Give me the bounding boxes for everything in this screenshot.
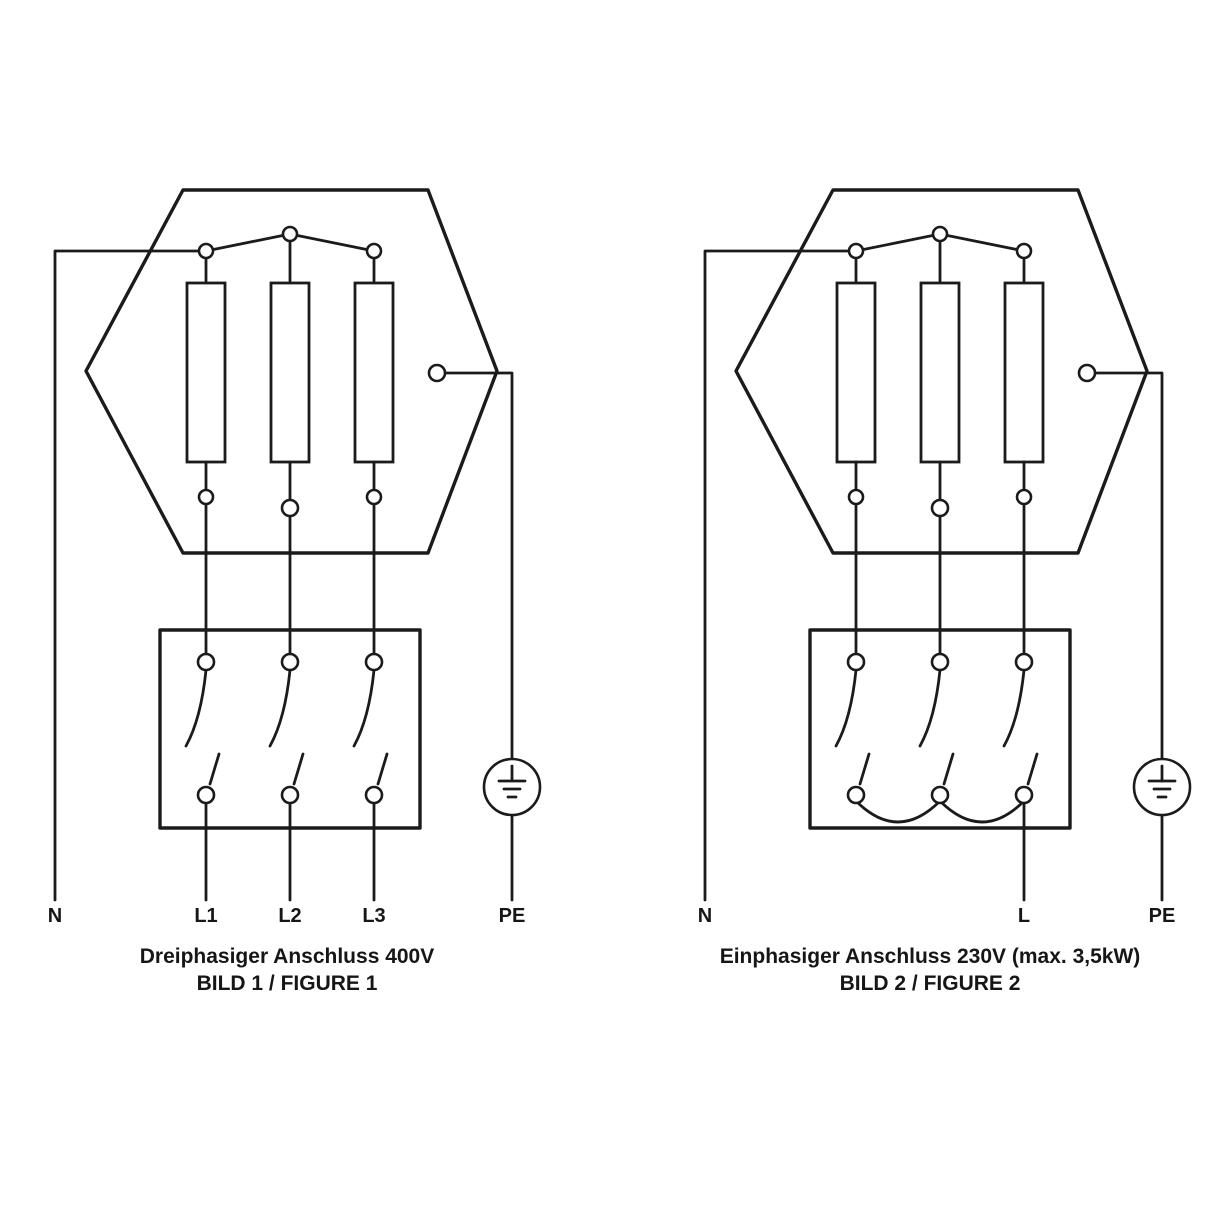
switch2-contact	[942, 752, 955, 786]
figure1-caption-line1: Dreiphasiger Anschluss 400V	[140, 945, 435, 968]
terminal-label-n: N	[48, 905, 62, 927]
terminal-label-l1: L1	[194, 905, 217, 927]
switch3-contact	[376, 752, 389, 786]
heating-element-1	[185, 281, 227, 464]
terminal-label-l3: L3	[362, 905, 385, 927]
switch3-blade	[352, 668, 376, 748]
pe-body-terminal	[427, 363, 447, 383]
pe-body-terminal	[1077, 363, 1097, 383]
switch3-bottom-terminal	[1014, 785, 1034, 805]
switch1-blade	[184, 668, 208, 748]
heating-element-3	[353, 281, 395, 464]
heater-body-outline	[84, 188, 499, 555]
element2-bottom-terminal	[930, 498, 950, 518]
element2-top-terminal	[931, 225, 949, 243]
terminal-block	[808, 628, 1072, 830]
figure1-caption-line2: BILD 1 / FIGURE 1	[197, 972, 378, 995]
element3-bottom-terminal	[365, 488, 383, 506]
terminal-label-l: L	[1018, 905, 1030, 927]
switch2-blade	[918, 668, 942, 748]
element1-top-terminal	[847, 242, 865, 260]
switch2-contact	[292, 752, 305, 786]
switch2-top-terminal	[930, 652, 950, 672]
switch1-top-terminal	[846, 652, 866, 672]
switch1-bottom-terminal	[196, 785, 216, 805]
element3-bottom-terminal	[1015, 488, 1033, 506]
neutral-wire	[703, 249, 851, 902]
switch3-blade	[1002, 668, 1026, 748]
switch2-bottom-terminal	[930, 785, 950, 805]
star-bridge-right	[938, 232, 1026, 253]
earth-symbol-circle	[482, 757, 542, 817]
bridge-link-1-2	[854, 799, 942, 824]
star-bridge-right	[288, 232, 376, 253]
switch2-bottom-terminal	[280, 785, 300, 805]
pe-wire-upper	[1093, 371, 1164, 761]
heater-body-outline	[734, 188, 1149, 555]
bridge-link-2-3	[938, 799, 1026, 824]
figure2-caption-line2: BILD 2 / FIGURE 2	[840, 972, 1021, 995]
switch1-blade	[834, 668, 858, 748]
terminal-label-n: N	[698, 905, 712, 927]
switch1-contact	[858, 752, 871, 786]
element1-bottom-terminal	[197, 488, 215, 506]
switch3-contact	[1026, 752, 1039, 786]
element1-top-terminal	[197, 242, 215, 260]
element2-bottom-terminal	[280, 498, 300, 518]
earth-symbol	[1132, 757, 1192, 817]
heating-element-1	[835, 281, 877, 464]
switch1-contact	[208, 752, 221, 786]
figure-1-three-phase: N L1 L2 L3 PE Dreiphasiger Anschluss 400…	[48, 188, 542, 995]
element3-top-terminal	[1015, 242, 1033, 260]
terminal-label-pe: PE	[1149, 905, 1176, 927]
switch1-top-terminal	[196, 652, 216, 672]
heating-element-2	[919, 281, 961, 464]
switch1-bottom-terminal	[846, 785, 866, 805]
star-bridge-left	[204, 232, 292, 253]
element2-top-terminal	[281, 225, 299, 243]
element3-top-terminal	[365, 242, 383, 260]
terminal-label-l2: L2	[278, 905, 301, 927]
heating-element-2	[269, 281, 311, 464]
heating-element-3	[1003, 281, 1045, 464]
switch3-top-terminal	[1014, 652, 1034, 672]
pe-wire-upper	[443, 371, 514, 761]
figure2-caption-line1: Einphasiger Anschluss 230V (max. 3,5kW)	[720, 945, 1141, 968]
earth-symbol-circle	[1132, 757, 1192, 817]
switch3-top-terminal	[364, 652, 384, 672]
neutral-wire	[53, 249, 201, 902]
switch2-blade	[268, 668, 292, 748]
earth-symbol	[482, 757, 542, 817]
switch2-top-terminal	[280, 652, 300, 672]
figure-2-single-phase: N L PE Einphasiger Anschluss 230V (max. …	[698, 188, 1192, 995]
element1-bottom-terminal	[847, 488, 865, 506]
star-bridge-left	[854, 232, 942, 253]
terminal-label-pe: PE	[499, 905, 526, 927]
switch3-bottom-terminal	[364, 785, 384, 805]
